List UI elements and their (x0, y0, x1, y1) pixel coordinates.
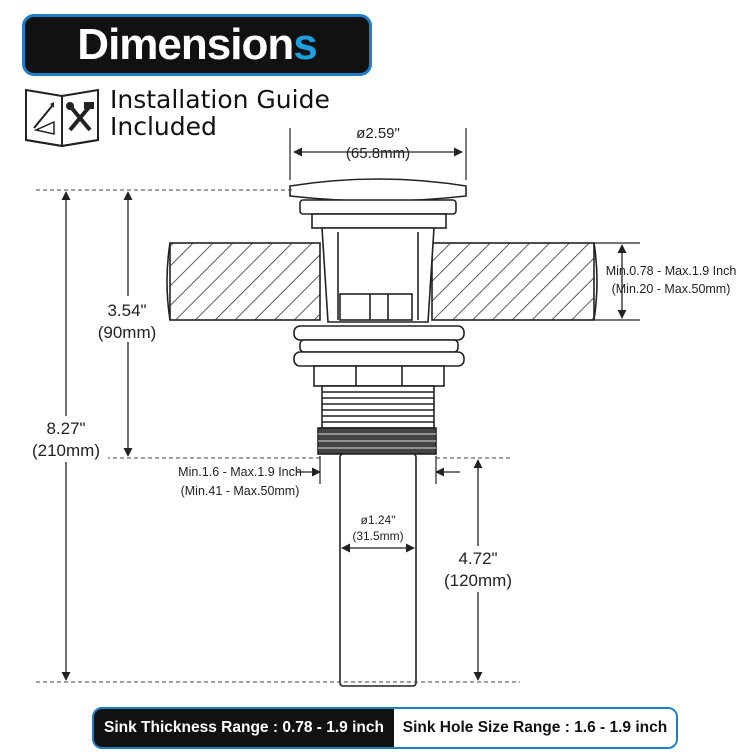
hole-size-mm: (Min.41 - Max.50mm) (181, 484, 300, 498)
total-height-mm: (210mm) (32, 441, 100, 460)
top-diameter-inch: ø2.59" (356, 125, 400, 142)
guide-line-1: Installation Guide (110, 85, 330, 114)
installation-guide: Installation Guide Included (24, 84, 364, 148)
cap-to-flange-inch: 3.54" (107, 301, 146, 320)
guide-line-2: Included (110, 112, 217, 141)
top-diameter-mm: (65.8mm) (346, 145, 410, 162)
tail-length-mm: (120mm) (444, 571, 512, 590)
reference-lines (36, 189, 520, 683)
range-summary-bar: Sink Thickness Range : 0.78 - 1.9 inch S… (92, 707, 678, 749)
hole-size-inch: Min.1.6 - Max.1.9 Inch (178, 465, 302, 479)
sink-hole-size-range: Sink Hole Size Range : 1.6 - 1.9 inch (394, 709, 676, 747)
tail-length-inch: 4.72" (458, 549, 497, 568)
sink-thickness-inch: Min.0.78 - Max.1.9 Inch (606, 264, 737, 278)
title-accent: s (293, 20, 318, 69)
dimension-labels: ø2.59" (65.8mm) 3.54" (90mm) 8.27" (210m… (24, 125, 736, 592)
tail-diameter-mm: (31.5mm) (352, 529, 403, 543)
cap-to-flange-mm: (90mm) (98, 323, 157, 342)
sink-thickness-mm: (Min.20 - Max.50mm) (612, 282, 731, 296)
drain-body (289, 178, 467, 687)
title-banner: Dimensions (22, 14, 372, 76)
sink-slab (166, 242, 598, 321)
total-height-inch: 8.27" (46, 419, 85, 438)
book-tools-icon (25, 88, 99, 148)
title-text: Dimension (77, 20, 294, 69)
tail-diameter-inch: ø1.24" (361, 513, 396, 527)
sink-thickness-range: Sink Thickness Range : 0.78 - 1.9 inch (94, 709, 394, 747)
